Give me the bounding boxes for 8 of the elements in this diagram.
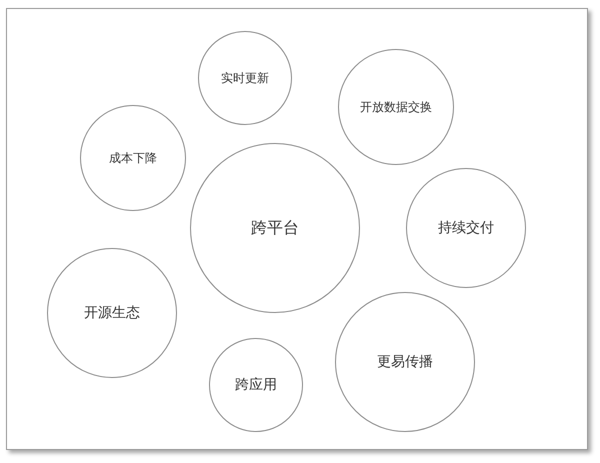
topic-label: 开放数据交换 [360, 99, 432, 116]
topic-label: 跨平台 [251, 217, 299, 239]
topic-label: 开源生态 [84, 304, 140, 322]
topic-label: 实时更新 [221, 70, 269, 87]
topic-label: 跨应用 [235, 376, 277, 394]
topic-label: 持续交付 [438, 218, 494, 238]
topic-label: 更易传播 [377, 352, 433, 372]
topic-label: 成本下降 [109, 150, 157, 167]
